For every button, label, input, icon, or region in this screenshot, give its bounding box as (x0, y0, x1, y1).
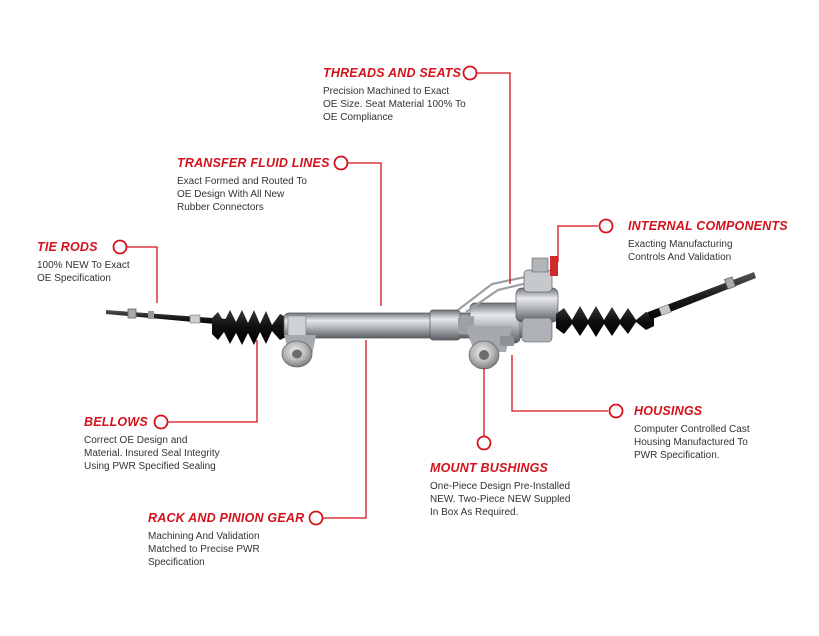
callout-threads-and-seats: THREADS AND SEATS Precision Machined to … (323, 65, 466, 124)
callout-title: THREADS AND SEATS (323, 66, 462, 80)
marker-housings (608, 403, 624, 419)
marker-internal (598, 218, 614, 234)
callout-transfer-fluid-lines: TRANSFER FLUID LINES Exact Formed and Ro… (177, 155, 330, 214)
left-bellows (212, 310, 288, 345)
callout-rack-and-pinion-gear: RACK AND PINION GEAR Machining And Valid… (148, 510, 304, 569)
right-mount-bushing (466, 326, 514, 370)
callout-tie-rods: TIE RODS 100% NEW To Exact OE Specificat… (37, 239, 130, 285)
callout-title: BELLOWS (84, 415, 148, 429)
transfer-fluid-lines (457, 274, 533, 313)
leader-internal (557, 225, 598, 262)
callout-title: TIE RODS (37, 240, 98, 254)
left-mount-bushing (281, 335, 316, 368)
marker-transfer (333, 155, 349, 171)
callout-title: MOUNT BUSHINGS (430, 461, 549, 475)
callout-housings: HOUSINGS Computer Controlled Cast Housin… (634, 403, 750, 462)
callout-description: Exacting Manufacturing Controls And Vali… (628, 239, 733, 263)
right-tie-rod (648, 272, 756, 320)
callout-bellows: BELLOWS Correct OE Design and Material. … (84, 414, 220, 473)
callout-title: TRANSFER FLUID LINES (177, 156, 330, 170)
callout-mount-bushings: MOUNT BUSHINGS One-Piece Design Pre-Inst… (430, 460, 570, 519)
marker-tierods (112, 239, 128, 255)
callout-internal-components: INTERNAL COMPONENTS Exacting Manufacturi… (628, 218, 788, 264)
leader-transfer (348, 162, 382, 306)
left-tie-rod (106, 308, 226, 325)
marker-threads (462, 65, 478, 81)
leader-threads (477, 72, 511, 284)
right-bellows (556, 306, 654, 337)
callout-description: Correct OE Design and Material. Insured … (84, 435, 220, 472)
leader-circles (112, 65, 624, 526)
leader-rack (322, 340, 367, 519)
marker-mount (476, 435, 492, 451)
callout-description: Computer Controlled Cast Housing Manufac… (634, 424, 750, 461)
callout-description: Machining And Validation Matched to Prec… (148, 531, 260, 568)
callout-title: HOUSINGS (634, 404, 703, 418)
callout-title: INTERNAL COMPONENTS (628, 219, 788, 233)
marker-rack (308, 510, 324, 526)
leader-tierods (127, 246, 158, 303)
callout-description: 100% NEW To Exact OE Specification (37, 260, 130, 284)
leader-housings (511, 355, 608, 412)
callout-description: Exact Formed and Routed To OE Design Wit… (177, 176, 307, 213)
leader-lines (127, 72, 608, 519)
leader-bellows (167, 340, 258, 423)
callout-description: One-Piece Design Pre-Installed NEW. Two-… (430, 481, 571, 518)
marker-bellows (153, 414, 169, 430)
valve-body (515, 256, 559, 343)
callout-title: RACK AND PINION GEAR (148, 511, 305, 525)
callout-description: Precision Machined to Exact OE Size. Sea… (323, 86, 466, 123)
